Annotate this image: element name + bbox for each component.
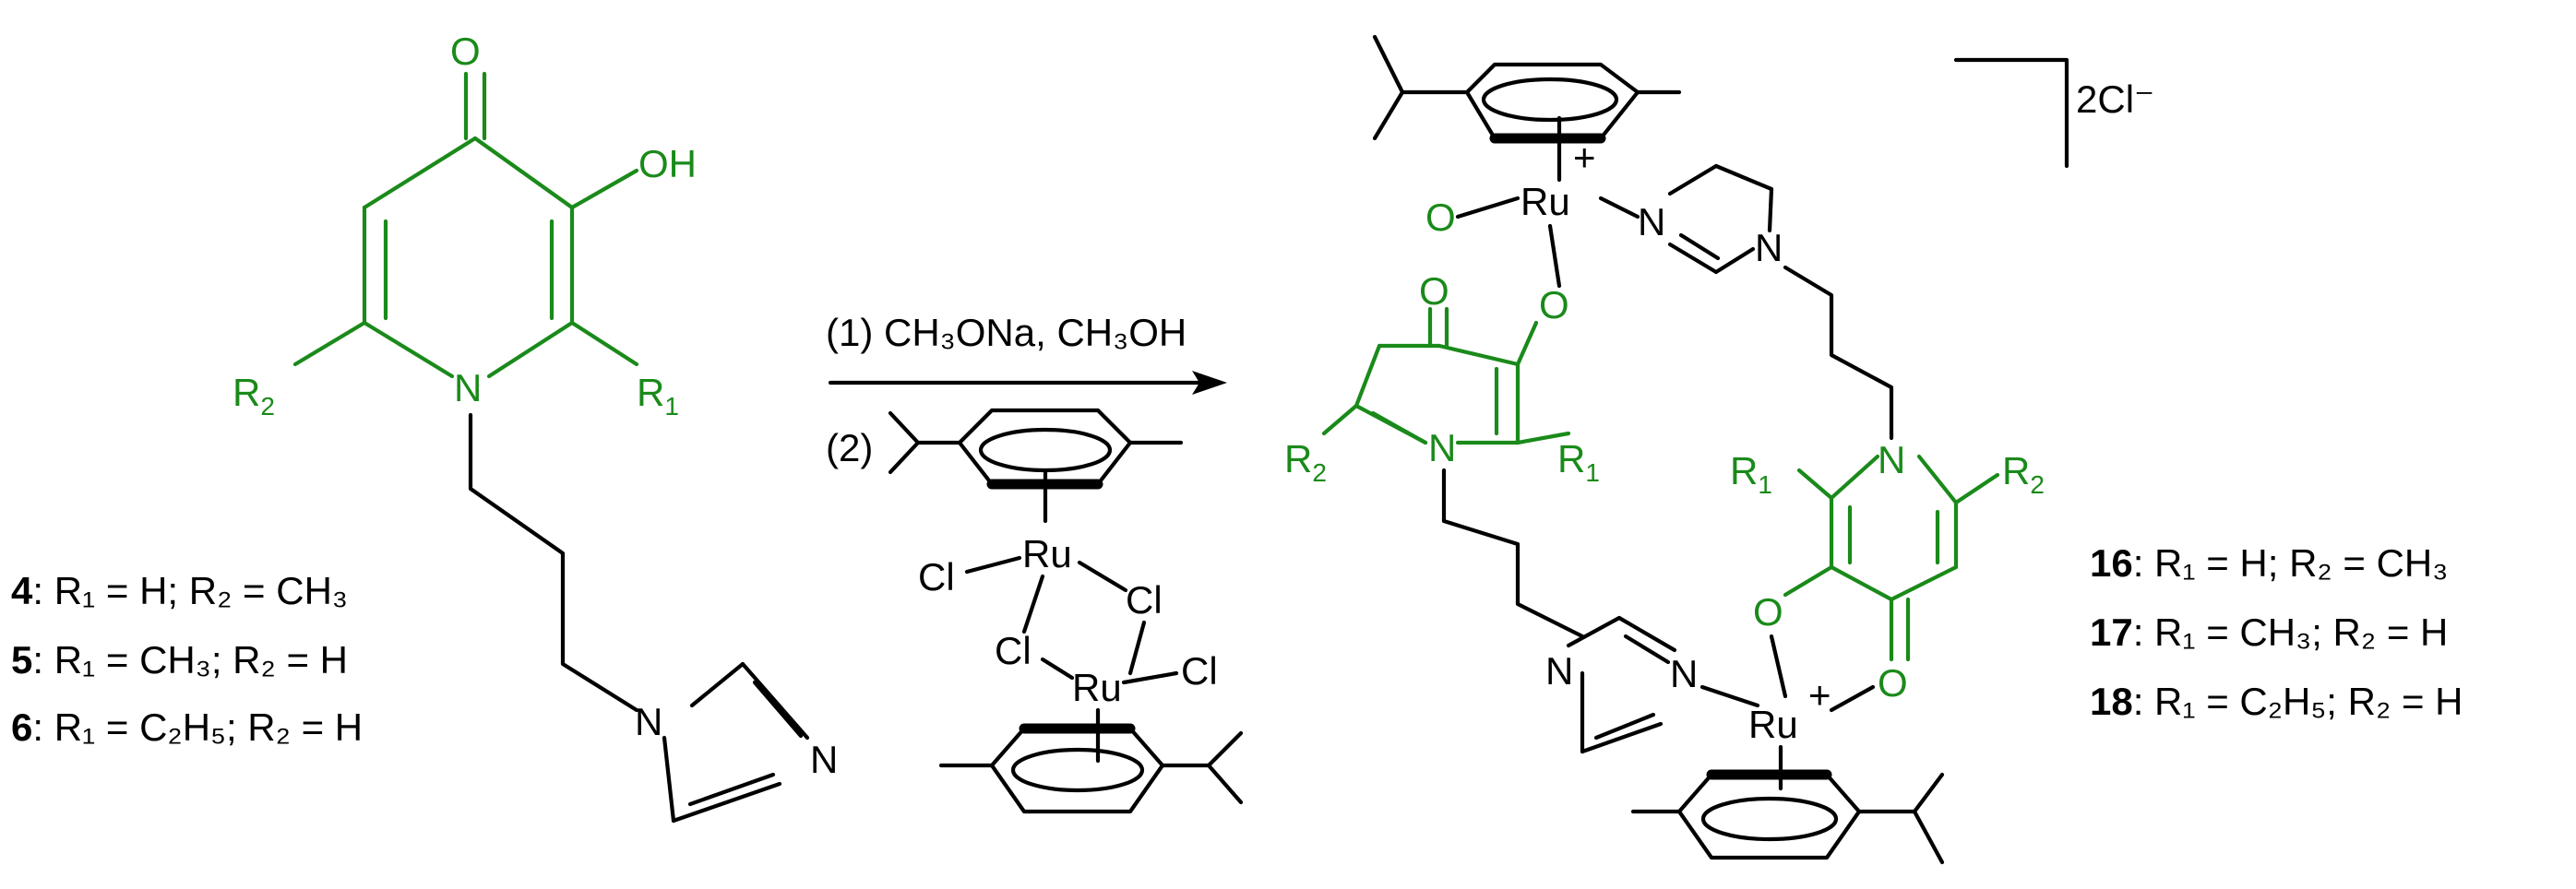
r1-lower: R1 [1730,449,1772,499]
ru-atom-top: Ru [1022,532,1072,575]
left-compound-labels: 4: R₁ = H; R₂ = CH₃ 5: R₁ = CH₃; R₂ = H … [11,569,363,749]
hydroxyl-group: OH [638,142,697,185]
r2-upper: R2 [1284,437,1327,487]
ru-charge-2: + [1808,673,1831,717]
o-atom-5: O [1878,661,1908,705]
starting-ligand: O OH N R2 R1 N N [233,30,838,824]
imidazole-n3: N [810,738,838,781]
ru-atom-1: Ru [1521,180,1570,223]
r2-lower: R2 [2002,449,2045,499]
cl-atom-1: Cl [918,555,955,599]
reaction-arrow: (1) CH₃ONa, CH₃OH (2) [826,311,1227,469]
r1-substituent: R1 [637,371,679,421]
o-atom-2: O [1419,269,1449,313]
imidazole-n-upper-1: N [1638,200,1665,243]
cl-atom-4: Cl [1181,649,1218,693]
ru-charge-1: + [1573,136,1596,179]
o-atom-3: O [1539,283,1569,326]
o-atom-1: O [1425,196,1456,239]
counterion: 2Cl⁻ [2076,77,2154,121]
carbonyl-oxygen: O [450,30,481,73]
compound-label-18: 18: R₁ = C₂H₅; R₂ = H [2090,680,2463,723]
imidazole-n-lower-2: N [1670,652,1698,695]
r1-upper: R1 [1557,437,1600,487]
imidazole-n-lower-1: N [1545,649,1573,693]
compound-label-6: 6: R₁ = C₂H₅; R₂ = H [11,705,363,749]
compound-label-16: 16: R₁ = H; R₂ = CH₃ [2090,541,2448,585]
ruthenium-dimer: Ru Cl Cl Cl Cl Ru [888,408,1244,814]
compound-label-17: 17: R₁ = CH₃; R₂ = H [2090,610,2448,654]
cl-atom-2: Cl [1126,578,1163,622]
cl-atom-3: Cl [995,629,1032,672]
imidazole-n1: N [635,700,662,743]
ru-atom-bottom: Ru [1072,666,1122,709]
product-complex: Ru + 2Cl⁻ O O O N R2 R1 N N [1284,34,2154,865]
right-compound-labels: 16: R₁ = H; R₂ = CH₃ 17: R₁ = CH₃; R₂ = … [2090,541,2463,723]
imidazole-n-upper-2: N [1755,226,1783,269]
compound-label-5: 5: R₁ = CH₃; R₂ = H [11,638,348,682]
ring-n-upper: N [1428,426,1456,469]
reagent-step-2: (2) [826,426,873,469]
o-atom-4: O [1753,590,1783,634]
compound-label-4: 4: R₁ = H; R₂ = CH₃ [11,569,348,612]
ru-atom-2: Ru [1748,703,1798,746]
ring-n-lower: N [1878,438,1905,481]
r2-substituent: R2 [233,371,275,421]
ring-nitrogen: N [454,366,482,409]
reagent-step-1: (1) CH₃ONa, CH₃OH [826,311,1187,354]
